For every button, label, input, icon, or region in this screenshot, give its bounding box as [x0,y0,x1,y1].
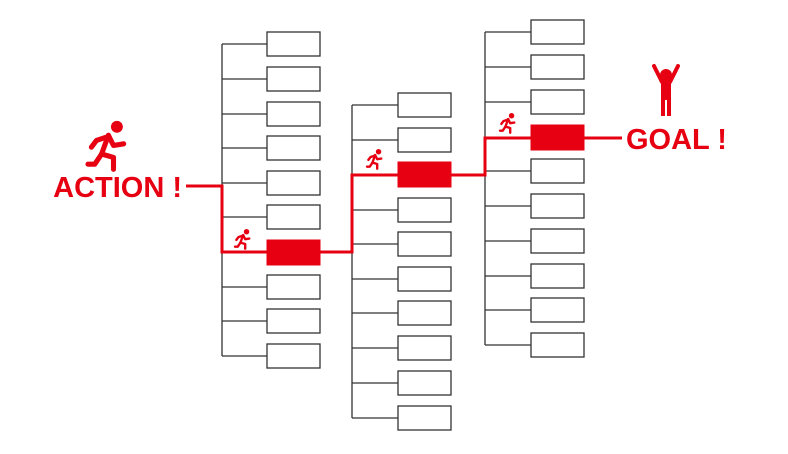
bracket-box [397,266,452,292]
highlighted-box-2 [397,161,452,188]
column-3-branches [485,31,531,346]
bracket-box [530,297,585,323]
bracket-box [266,31,321,57]
bracket-box [266,135,321,161]
column-1-branches [222,43,267,357]
bracket-box [397,300,452,326]
bracket-box [266,204,321,230]
bracket-box [397,127,452,153]
bracket-box [530,228,585,254]
runner-icon [85,120,127,172]
bracket-box [397,231,452,257]
bracket-box [530,193,585,219]
goal-label: GOAL ! [626,124,727,156]
bracket-box [397,197,452,223]
bracket-box [266,101,321,127]
column-2-boxes [397,92,452,431]
bracket-box [530,19,585,45]
raised-arms-person-icon [652,64,680,116]
bracket-box [397,405,452,431]
bracket-box [266,343,321,369]
highlighted-box-3 [530,124,585,151]
bracket-box [397,335,452,361]
column-3 [484,19,585,358]
column-1-boxes [266,31,321,369]
column-1 [221,31,321,369]
bracket-box [397,92,452,118]
bracket-box [530,332,585,358]
progress-path [186,136,622,254]
bracket-box [530,89,585,115]
column-2-branches [352,104,398,419]
small-runner-icon [365,149,383,170]
highlighted-box-1 [266,239,321,266]
start-label: ACTION ! [53,172,182,204]
column-3-boxes [530,19,585,358]
bracket-box [397,370,452,396]
bracket-box [266,274,321,300]
bracket-box [266,308,321,334]
small-runner-icon [233,229,251,250]
bracket-box [266,66,321,92]
column-2 [351,92,452,431]
bracket-box [530,158,585,184]
bracket-box [530,263,585,289]
bracket-box [530,54,585,80]
bracket-box [266,170,321,196]
small-runner-icon [498,113,516,134]
